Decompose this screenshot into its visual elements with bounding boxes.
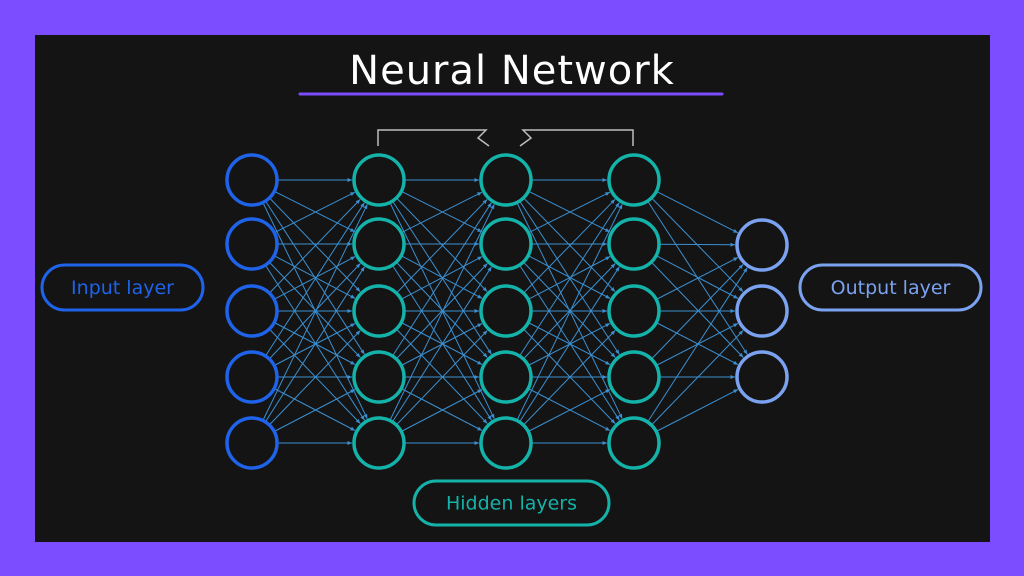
output-layer-pill-border (798, 263, 983, 312)
connection-2-0-1 (528, 190, 611, 233)
connection-0-0-2 (269, 197, 361, 292)
connection-0-3-4 (273, 388, 356, 431)
hidden-layers-pill: Hidden layers (412, 479, 611, 527)
hidden-3-neuron-5 (607, 416, 661, 470)
diagram-title: Neural Network (349, 48, 675, 94)
connection-3-4-2 (655, 388, 739, 432)
connection-2-1-0 (528, 191, 611, 234)
hidden-2-neuron-2 (479, 217, 533, 271)
connection-0-4-0 (262, 204, 368, 421)
connection-3-4-1 (651, 330, 744, 426)
connection-2-0-2 (523, 197, 616, 293)
hidden-2-neuron-1 (479, 153, 533, 207)
connection-3-3-1 (655, 322, 739, 366)
connection-0-4-3 (273, 389, 356, 432)
bracket-left (377, 129, 490, 147)
connection-2-4-3 (527, 388, 611, 432)
hidden-3-neuron-3 (607, 284, 661, 338)
input-neuron-2 (225, 217, 279, 271)
connection-1-0-1 (401, 190, 483, 233)
connection-0-0-1 (274, 190, 356, 233)
input-layer-pill: Input layer (40, 263, 205, 312)
output-neuron-3 (735, 350, 789, 404)
connection-3-1-0 (658, 242, 736, 247)
hidden-2-neuron-4 (479, 350, 533, 404)
connection-0-4-2 (268, 330, 361, 426)
hidden-1-neuron-1 (352, 153, 406, 207)
connection-2-3-1 (522, 263, 616, 360)
connection-0-1-2 (273, 255, 356, 299)
connection-2-2-3 (527, 322, 611, 366)
connection-3-0-0 (656, 190, 739, 234)
connection-2-4-2 (523, 330, 616, 426)
connection-1-2-3 (400, 322, 483, 365)
hidden-3-neuron-1 (607, 153, 661, 207)
connection-0-2-4 (268, 328, 361, 424)
connection-1-1-0 (401, 191, 483, 234)
connection-3-1-2 (650, 261, 744, 358)
connection-2-2-1 (527, 256, 611, 300)
hidden-1-neuron-3 (352, 284, 406, 338)
hidden-layers-pill-border (412, 479, 611, 527)
connection-0-2-0 (269, 199, 361, 294)
neurons (225, 153, 789, 470)
hidden-2-neuron-3 (479, 284, 533, 338)
input-neuron-4 (225, 350, 279, 404)
connection-3-2-2 (655, 322, 739, 366)
hidden-2-neuron-5 (479, 416, 533, 470)
hidden-3-neuron-2 (607, 217, 661, 271)
connection-1-4-0 (389, 204, 495, 421)
connection-2-4-1 (519, 266, 620, 423)
hidden-layers-label: Hidden layers (446, 493, 577, 515)
connection-0-1-0 (274, 191, 356, 234)
connection-1-2-1 (400, 256, 483, 300)
bracket-right (519, 129, 634, 147)
connection-3-1-1 (655, 255, 739, 299)
connections (262, 178, 748, 445)
connection-0-2-1 (273, 256, 356, 300)
hidden-1-neuron-4 (352, 350, 406, 404)
hidden-1-neuron-5 (352, 416, 406, 470)
connection-2-2-4 (523, 328, 616, 424)
connection-1-2-0 (396, 199, 488, 294)
connection-0-3-1 (268, 263, 361, 360)
connection-0-2-3 (273, 322, 356, 365)
connection-3-2-0 (655, 256, 739, 300)
connection-2-3-4 (527, 388, 611, 432)
output-neuron-2 (735, 284, 789, 338)
output-layer-label: Output layer (831, 277, 951, 299)
connection-1-1-2 (400, 255, 483, 299)
connection-1-4-3 (400, 389, 483, 432)
connection-0-1-4 (264, 264, 365, 421)
connection-1-4-1 (391, 266, 492, 423)
connection-1-2-4 (395, 328, 488, 424)
connection-0-3-0 (265, 202, 365, 357)
output-layer-pill: Output layer (798, 263, 983, 312)
output-neuron-1 (735, 218, 789, 272)
hidden-layers-bracket (377, 129, 634, 147)
connection-2-1-4 (519, 264, 620, 421)
connection-2-4-0 (516, 204, 623, 421)
connection-2-3-0 (519, 202, 620, 357)
connection-2-1-2 (527, 255, 611, 299)
connection-3-4-0 (647, 267, 748, 423)
connection-1-3-1 (395, 263, 488, 360)
input-neuron-1 (225, 153, 279, 207)
connection-1-4-2 (395, 330, 488, 426)
input-neuron-5 (225, 416, 279, 470)
connection-1-3-0 (392, 202, 492, 357)
connection-1-0-2 (396, 197, 488, 292)
input-layer-pill-border (40, 263, 205, 312)
connection-3-3-0 (651, 264, 744, 360)
connection-2-2-0 (523, 198, 616, 294)
input-neuron-3 (225, 284, 279, 338)
connection-0-4-1 (264, 266, 365, 423)
connection-1-3-4 (400, 388, 483, 431)
input-layer-label: Input layer (71, 277, 174, 299)
connection-1-1-4 (391, 264, 492, 421)
hidden-3-neuron-4 (607, 350, 661, 404)
hidden-1-neuron-2 (352, 217, 406, 271)
